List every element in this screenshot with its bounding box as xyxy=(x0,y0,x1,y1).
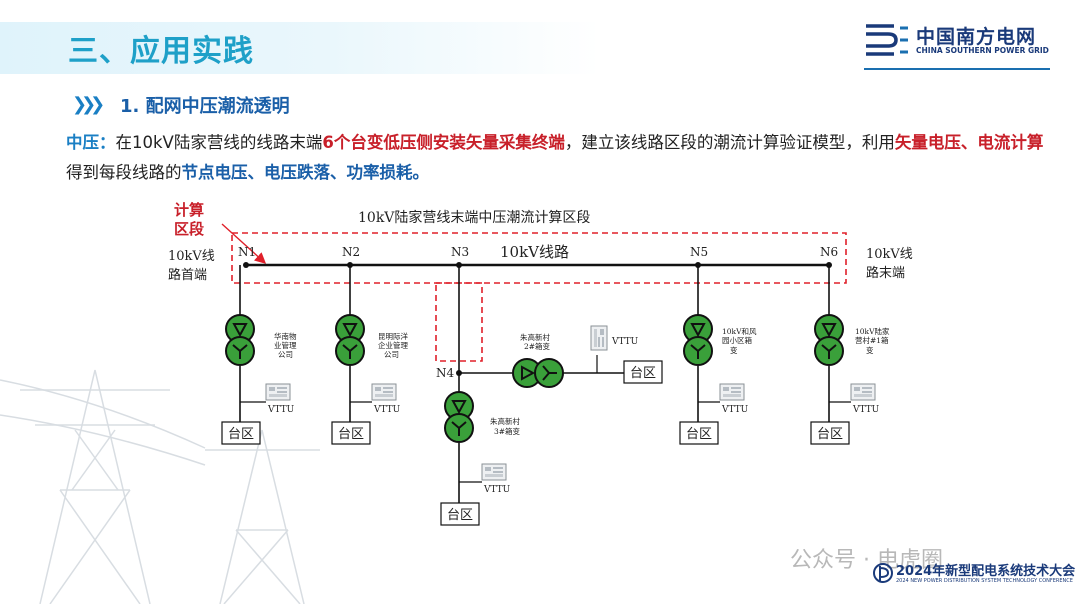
taiqu-label-n5: 台区 xyxy=(686,427,712,442)
tx-label-n6-l2: 营村#1箱 xyxy=(855,335,889,345)
para-text-2: ，建立该线路区段的潮流计算验证模型，利用 xyxy=(564,133,895,152)
vttu-label-n2: VTTU xyxy=(373,405,401,415)
csg-logo-icon xyxy=(866,24,908,56)
line-label: 10kV线路 xyxy=(500,243,569,261)
section-title-label: 10kV陆家营线末端中压潮流计算区段 xyxy=(358,209,590,226)
page-title: 三、应用实践 xyxy=(68,34,254,69)
node-label-n2: N2 xyxy=(342,245,360,259)
node-dot-n1 xyxy=(243,262,249,268)
branch-n1: VTTU 台区 华南物 业管理 公司 xyxy=(221,265,297,445)
vttu-label-n5: VTTU xyxy=(721,405,749,415)
para-highlight-1: 6个台变低压侧安装矢量采集终端 xyxy=(322,133,565,152)
vttu-label-n6: VTTU xyxy=(852,405,880,415)
tx-label-n1-l1: 华南物 xyxy=(274,331,297,341)
calc-label-2: 区段 xyxy=(174,220,204,238)
node-label-n5: N5 xyxy=(690,245,708,259)
tx-label-n2-l1: 昆明际洋 xyxy=(378,331,408,341)
description-paragraph: 中压：在10kV陆家营线的线路末端6个台变低压侧安装矢量采集终端，建立该线路区段… xyxy=(66,128,1046,188)
tx-label-zhugao2-l1: 朱高新村 xyxy=(520,332,550,342)
para-highlight-3: 节点电压、电压跌落、功率损耗。 xyxy=(181,163,430,182)
tx-label-n5-l2: 园小区箱 xyxy=(722,335,752,345)
branch-n6: VTTU 台区 10kV陆家 营村#1箱 变 xyxy=(810,265,890,445)
chevron-right-icon: ❯❯❯ xyxy=(72,94,105,115)
vttu-label-n4-v: VTTU xyxy=(483,485,511,495)
calc-label-1: 计算 xyxy=(174,201,204,219)
taiqu-label-n1: 台区 xyxy=(228,427,254,442)
tx-label-zhugao2-l2: 2#箱变 xyxy=(524,341,551,351)
conference-logo-icon xyxy=(873,563,893,583)
node-label-n4: N4 xyxy=(436,366,455,380)
tx-label-n2-l2: 企业管理 xyxy=(378,340,408,350)
watermark-text: 公众号 · 电虎圈 xyxy=(790,548,943,573)
line-end-label-2: 路末端 xyxy=(866,265,905,281)
vttu-label-n4-h: VTTU xyxy=(611,337,639,347)
tx-label-n1-l2: 业管理 xyxy=(274,340,297,350)
tx-label-n5-l3: 变 xyxy=(730,345,738,355)
para-colon: ： xyxy=(99,133,116,152)
para-highlight-2: 矢量电压、电流计算 xyxy=(894,133,1044,152)
company-logo: 中国南方电网 CHINA SOUTHERN POWER GRID xyxy=(864,20,1054,60)
line-start-label-1: 10kV线 xyxy=(168,249,215,264)
tower-background-illustration xyxy=(0,369,320,604)
taiqu-label-n4-v: 台区 xyxy=(447,508,473,523)
conference-name: 2024年新型配电系统技术大会 xyxy=(896,564,1076,579)
calc-section-box xyxy=(231,232,847,284)
line-start-label-2: 路首端 xyxy=(168,267,207,283)
tx-label-n2-l3: 公司 xyxy=(384,350,399,359)
tx-label-n5-l1: 10kV和风 xyxy=(722,327,757,336)
branch-n2: VTTU 台区 昆明际洋 企业管理 公司 xyxy=(331,265,408,445)
conference-english-name: 2024 NEW POWER DISTRIBUTION SYSTEM TECHN… xyxy=(896,578,1073,584)
taiqu-label-n6: 台区 xyxy=(817,427,843,442)
line-end-label-1: 10kV线 xyxy=(866,247,913,262)
vttu-label-n1: VTTU xyxy=(267,405,295,415)
header-divider xyxy=(864,68,1050,70)
calc-arrow xyxy=(221,223,267,264)
para-text-1: 在10kV陆家营线的线路末端 xyxy=(115,133,323,152)
node-label-n3: N3 xyxy=(451,245,469,259)
node-label-n1: N1 xyxy=(238,245,256,259)
para-lead: 中压 xyxy=(66,133,99,152)
para-text-3: 得到每段线路的 xyxy=(66,163,182,182)
taiqu-label-n4-h: 台区 xyxy=(630,366,656,381)
tx-label-zhugao3-l2: 3#箱变 xyxy=(494,426,521,436)
node-dots xyxy=(243,262,832,376)
logo-chinese-name: 中国南方电网 xyxy=(916,26,1037,48)
node-label-n6: N6 xyxy=(820,245,838,259)
tx-label-zhugao3-l1: 朱高新村 xyxy=(490,416,520,426)
title-band xyxy=(0,22,600,74)
section-subtitle: 1. 配网中压潮流透明 xyxy=(120,96,290,117)
branch-n3-n4: VTTU 台区 朱高新村 2#箱变 VTTU 台区 朱高新村 3#箱变 xyxy=(440,265,663,526)
tx-label-n1-l3: 公司 xyxy=(278,350,293,359)
taiqu-label-n2: 台区 xyxy=(338,427,364,442)
logo-english-name: CHINA SOUTHERN POWER GRID xyxy=(916,46,1049,55)
branch-n5: VTTU 台区 10kV和风 园小区箱 变 xyxy=(679,265,757,445)
tx-label-n6-l3: 变 xyxy=(866,345,874,355)
tx-label-n6-l1: 10kV陆家 xyxy=(855,326,890,336)
